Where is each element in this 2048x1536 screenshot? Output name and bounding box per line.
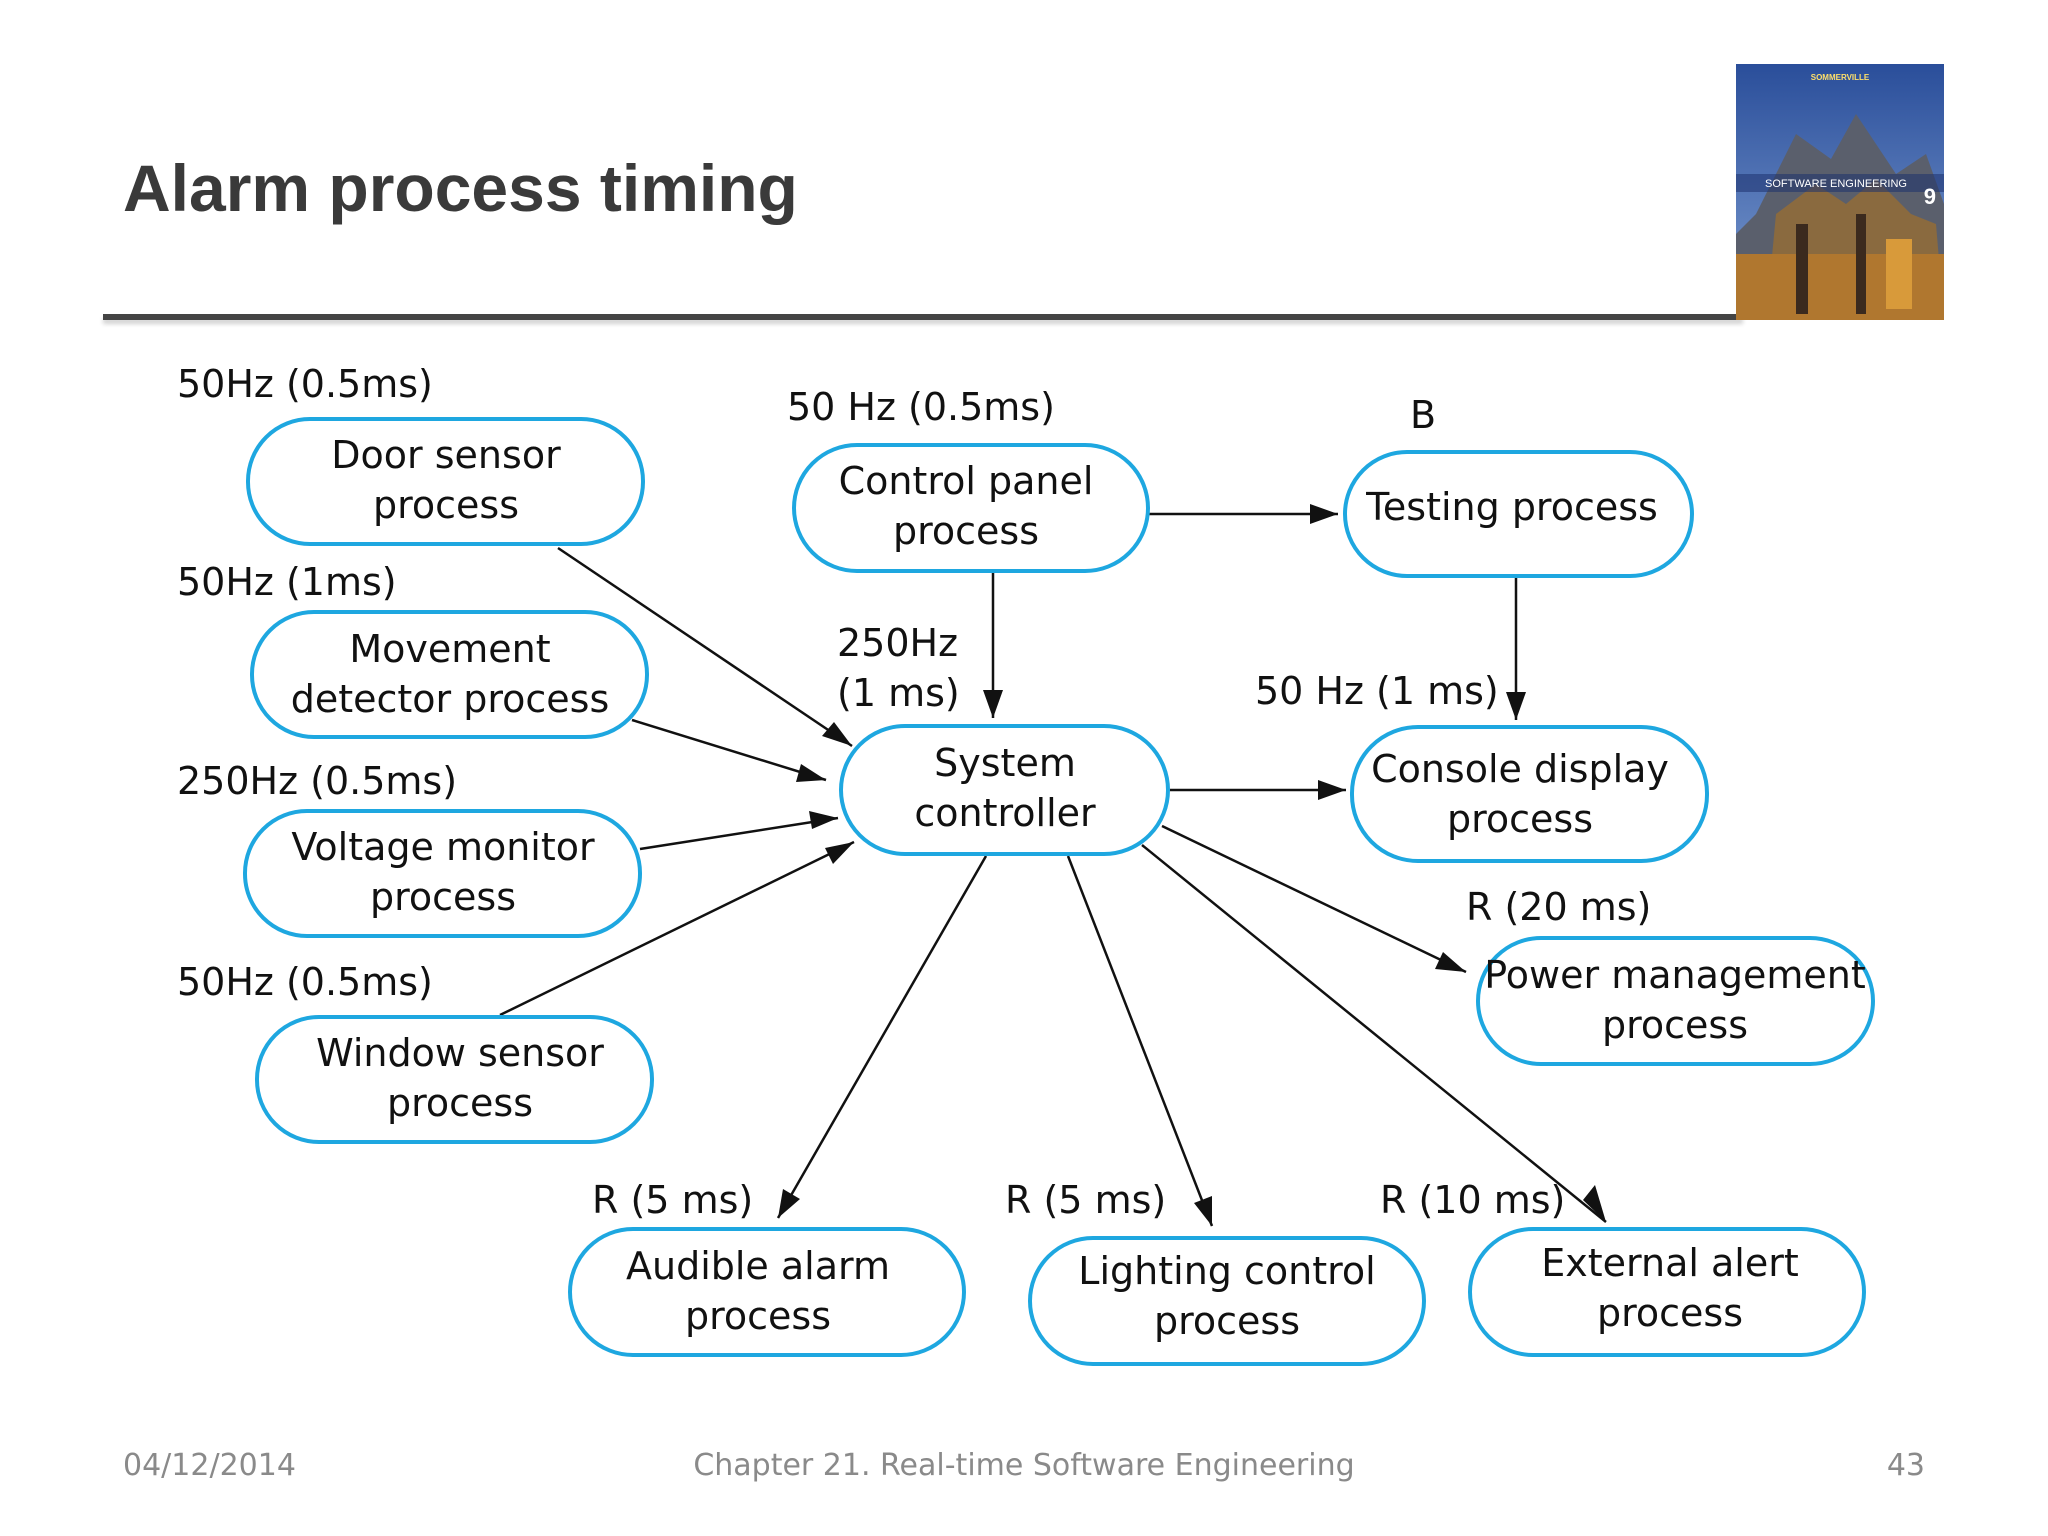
node-system-controller-label-1: System	[934, 741, 1076, 785]
node-voltage-monitor	[243, 809, 642, 938]
edges	[499, 512, 1607, 1227]
arrowhead-control-panel-down	[983, 690, 1003, 718]
node-control-panel-label-1: Control panel	[839, 459, 1094, 503]
node-power-management	[1476, 936, 1875, 1066]
arrowhead-external-alert	[1583, 1185, 1606, 1222]
node-door-sensor-label-2: process	[373, 483, 519, 527]
node-movement-detector-label-1: Movement	[349, 627, 550, 671]
node-control-panel	[792, 443, 1150, 573]
node-testing-label: Testing process	[1365, 485, 1658, 529]
footer-page-number: 43	[1886, 1448, 1925, 1483]
arrowhead-audible-alarm	[778, 1189, 800, 1218]
node-window-sensor	[255, 1015, 654, 1144]
node-power-management-label-1: Power management	[1484, 953, 1866, 997]
arrowhead-movement-detector	[796, 764, 826, 782]
node-system-controller	[839, 724, 1170, 856]
rate-voltage-monitor: 250Hz (0.5ms)	[177, 759, 457, 803]
node-lighting-control-label-1: Lighting control	[1078, 1249, 1375, 1293]
arrowhead-control-panel-testing	[1310, 504, 1338, 524]
node-external-alert-label-1: External alert	[1541, 1241, 1798, 1285]
node-window-sensor-label-2: process	[387, 1081, 533, 1125]
edge-door-sensor-to-system-controller	[557, 546, 853, 748]
node-door-sensor	[246, 417, 645, 546]
arrowhead-system-console	[1318, 780, 1346, 800]
node-external-alert-label-2: process	[1597, 1291, 1743, 1335]
book-edition: 9	[1924, 184, 1936, 209]
arrowheads	[778, 504, 1606, 1226]
nodes	[243, 417, 1875, 1366]
title-divider	[103, 314, 1743, 320]
node-audible-alarm-label-1: Audible alarm	[626, 1244, 890, 1288]
node-movement-detector-label-2: detector process	[291, 677, 610, 721]
book-publisher: SOMMERVILLE	[1811, 73, 1870, 82]
edge-voltage-monitor-to-system-controller	[639, 816, 839, 851]
arrowhead-lighting-control	[1194, 1196, 1212, 1226]
rate-door-sensor: 50Hz (0.5ms)	[177, 362, 433, 406]
rate-system-controller-1: 250Hz	[837, 621, 958, 665]
slide-title: Alarm process timing	[123, 151, 798, 225]
rate-testing: B	[1410, 393, 1436, 437]
node-voltage-monitor-label-2: process	[370, 875, 516, 919]
edge-window-sensor-to-system-controller	[499, 840, 855, 1017]
node-movement-detector	[250, 610, 649, 739]
node-testing	[1343, 450, 1694, 578]
edge-system-controller-to-audible-alarm	[776, 855, 988, 1219]
node-lighting-control-label-2: process	[1154, 1299, 1300, 1343]
arrowhead-voltage-monitor	[809, 811, 838, 829]
arrowhead-power-management	[1435, 952, 1466, 972]
rate-console-display: 50 Hz (1 ms)	[1255, 669, 1499, 713]
node-lighting-control	[1028, 1236, 1426, 1366]
edge-movement-detector-to-system-controller	[631, 718, 827, 782]
arrowhead-testing-console	[1506, 692, 1526, 720]
rate-external-alert: R (10 ms)	[1380, 1178, 1565, 1222]
edge-system-controller-to-external-alert	[1141, 844, 1607, 1223]
node-console-display	[1350, 725, 1709, 863]
rate-control-panel: 50 Hz (0.5ms)	[787, 385, 1055, 429]
node-voltage-monitor-label-1: Voltage monitor	[291, 825, 595, 869]
node-console-display-label-1: Console display	[1371, 747, 1669, 791]
node-console-display-label-2: process	[1447, 797, 1593, 841]
node-audible-alarm	[568, 1227, 966, 1357]
node-door-sensor-label-1: Door sensor	[331, 433, 561, 477]
book-title: SOFTWARE ENGINEERING	[1765, 178, 1907, 190]
node-system-controller-label-2: controller	[914, 791, 1096, 835]
node-external-alert	[1468, 1227, 1866, 1357]
edge-system-controller-to-power-management	[1161, 824, 1467, 974]
rate-power-management: R (20 ms)	[1466, 885, 1651, 929]
rate-audible-alarm: R (5 ms)	[592, 1178, 753, 1222]
rate-system-controller-2: (1 ms)	[837, 671, 960, 715]
footer-date: 04/12/2014	[123, 1448, 296, 1483]
arrowhead-door-sensor	[822, 722, 852, 746]
node-window-sensor-label-1: Window sensor	[316, 1031, 604, 1075]
node-power-management-label-2: process	[1602, 1003, 1748, 1047]
arrowhead-window-sensor	[825, 842, 854, 864]
rate-movement-detector: 50Hz (1ms)	[177, 560, 397, 604]
edge-system-controller-to-lighting-control	[1066, 855, 1214, 1227]
node-audible-alarm-label-2: process	[685, 1294, 831, 1338]
rate-window-sensor: 50Hz (0.5ms)	[177, 960, 433, 1004]
footer-chapter: Chapter 21. Real-time Software Engineeri…	[693, 1448, 1355, 1483]
book-cover-image: SOMMERVILLE SOFTWARE ENGINEERING 9	[1736, 64, 1944, 320]
node-control-panel-label-2: process	[893, 509, 1039, 553]
rate-lighting-control: R (5 ms)	[1005, 1178, 1166, 1222]
